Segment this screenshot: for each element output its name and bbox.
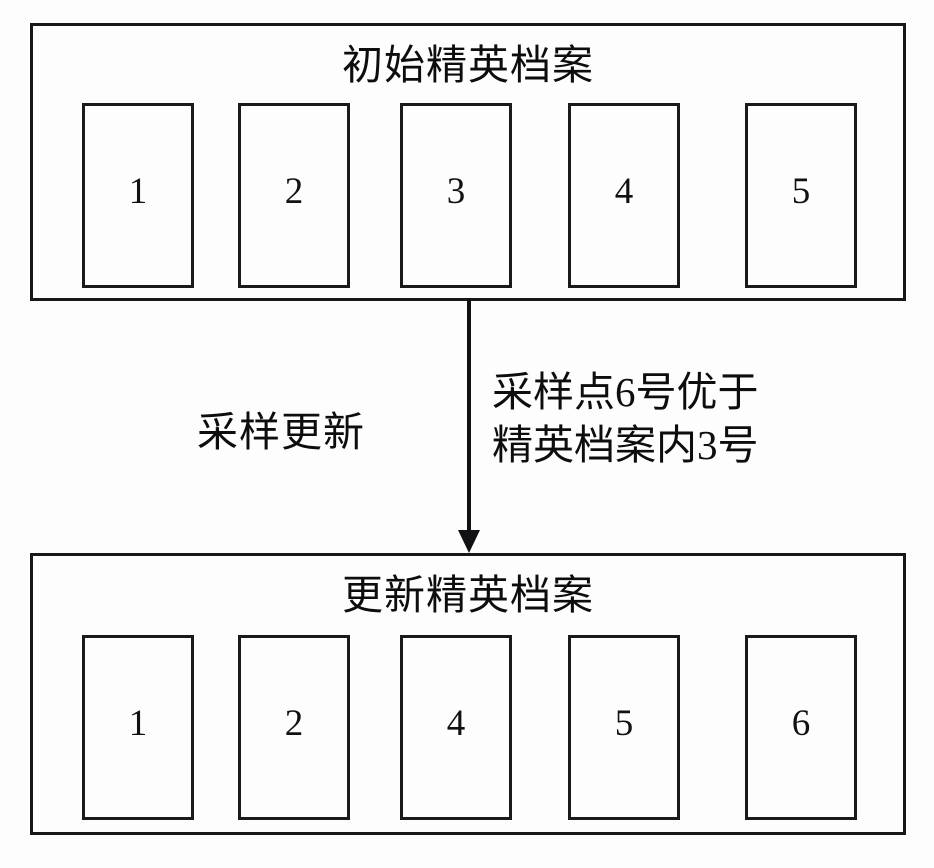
slot-label: 2 [284, 171, 304, 212]
updated-archive-slot-row: 1 2 4 5 6 [33, 556, 903, 832]
initial-archive-slot: 5 [745, 103, 857, 288]
updated-archive-slot: 1 [82, 635, 194, 820]
initial-archive-panel: 初始精英档案 1 2 3 4 5 [30, 23, 906, 301]
initial-archive-slot-row: 1 2 3 4 5 [33, 26, 903, 298]
replacement-reason-line-1: 采样点6号优于 [492, 369, 759, 415]
slot-label: 1 [128, 171, 148, 212]
slot-label: 1 [128, 703, 148, 744]
slot-label: 3 [446, 171, 466, 212]
updated-archive-title: 更新精英档案 [342, 572, 594, 618]
updated-archive-slot: 2 [238, 635, 350, 820]
update-arrow [455, 298, 483, 554]
initial-archive-slot: 4 [568, 103, 680, 288]
slot-label: 2 [284, 703, 304, 744]
slot-label: 6 [791, 703, 811, 744]
initial-archive-slot: 3 [400, 103, 512, 288]
arrow-head-icon [458, 530, 480, 553]
slot-label: 5 [614, 703, 634, 744]
updated-archive-slot: 4 [400, 635, 512, 820]
initial-archive-slot: 1 [82, 103, 194, 288]
slot-label: 4 [446, 703, 466, 744]
sampling-update-label: 采样更新 [197, 409, 365, 455]
updated-archive-panel: 更新精英档案 1 2 4 5 6 [30, 553, 906, 835]
initial-archive-slot: 2 [238, 103, 350, 288]
updated-archive-slot: 5 [568, 635, 680, 820]
replacement-reason-line-2: 精英档案内3号 [492, 422, 759, 468]
replacement-reason-label: 采样点6号优于 精英档案内3号 [492, 366, 759, 472]
slot-label: 4 [614, 171, 634, 212]
initial-archive-title: 初始精英档案 [342, 42, 594, 88]
updated-archive-slot: 6 [745, 635, 857, 820]
slot-label: 5 [791, 171, 811, 212]
arrow-line [467, 298, 471, 536]
